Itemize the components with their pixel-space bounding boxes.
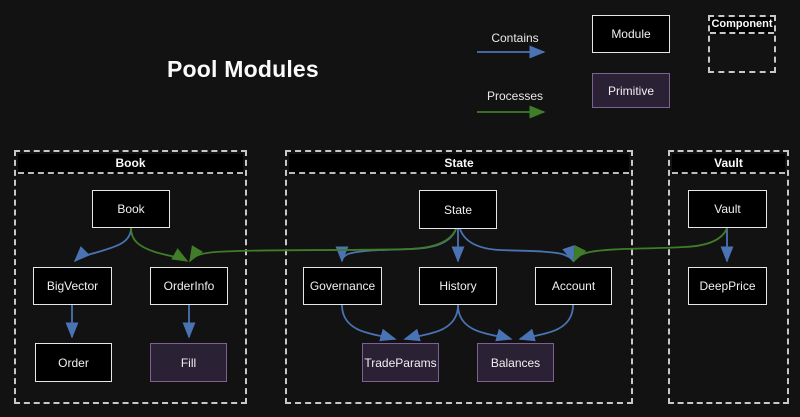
node-fill: Fill — [150, 343, 227, 382]
node-balances-label: Balances — [490, 355, 541, 370]
legend-processes-label: Processes — [486, 89, 544, 103]
legend-component-label: Component — [710, 17, 774, 34]
node-orderinfo-label: OrderInfo — [163, 279, 215, 293]
node-balances: Balances — [477, 343, 554, 382]
node-state-label: State — [443, 202, 473, 217]
cluster-state: State — [285, 150, 633, 404]
legend-module-box: Module — [592, 15, 670, 53]
node-history-label: History — [439, 279, 477, 293]
legend-primitive-label: Primitive — [607, 83, 654, 98]
cluster-vault-title: Vault — [672, 154, 785, 174]
cluster-vault: Vault — [668, 150, 789, 404]
node-governance-label: Governance — [309, 279, 376, 293]
node-deepprice: DeepPrice — [688, 267, 767, 305]
cluster-book-title: Book — [18, 154, 243, 174]
cluster-book: Book — [14, 150, 247, 404]
node-account-label: Account — [551, 279, 596, 293]
node-vault: Vault — [688, 190, 767, 228]
legend-primitive-box: Primitive — [592, 73, 670, 108]
node-bigvector: BigVector — [33, 267, 112, 305]
node-order-label: Order — [58, 355, 89, 370]
legend-contains-label: Contains — [491, 31, 539, 45]
node-vault-label: Vault — [714, 202, 741, 216]
node-book-label: Book — [117, 202, 145, 216]
node-deepprice-label: DeepPrice — [699, 279, 756, 293]
node-history: History — [419, 267, 497, 305]
cluster-state-title: State — [289, 154, 629, 174]
node-state: State — [419, 190, 497, 229]
node-order: Order — [35, 343, 112, 382]
node-orderinfo: OrderInfo — [150, 267, 228, 305]
node-fill-label: Fill — [180, 355, 197, 370]
page-title: Pool Modules — [167, 56, 319, 82]
node-account: Account — [535, 267, 612, 305]
node-bigvector-label: BigVector — [46, 279, 99, 293]
node-book: Book — [92, 190, 170, 228]
node-tradeparams: TradeParams — [362, 343, 439, 382]
node-governance: Governance — [303, 267, 382, 305]
node-tradeparams-label: TradeParams — [364, 355, 437, 370]
legend-module-label: Module — [611, 27, 651, 41]
legend-component-box: Component — [708, 15, 776, 73]
